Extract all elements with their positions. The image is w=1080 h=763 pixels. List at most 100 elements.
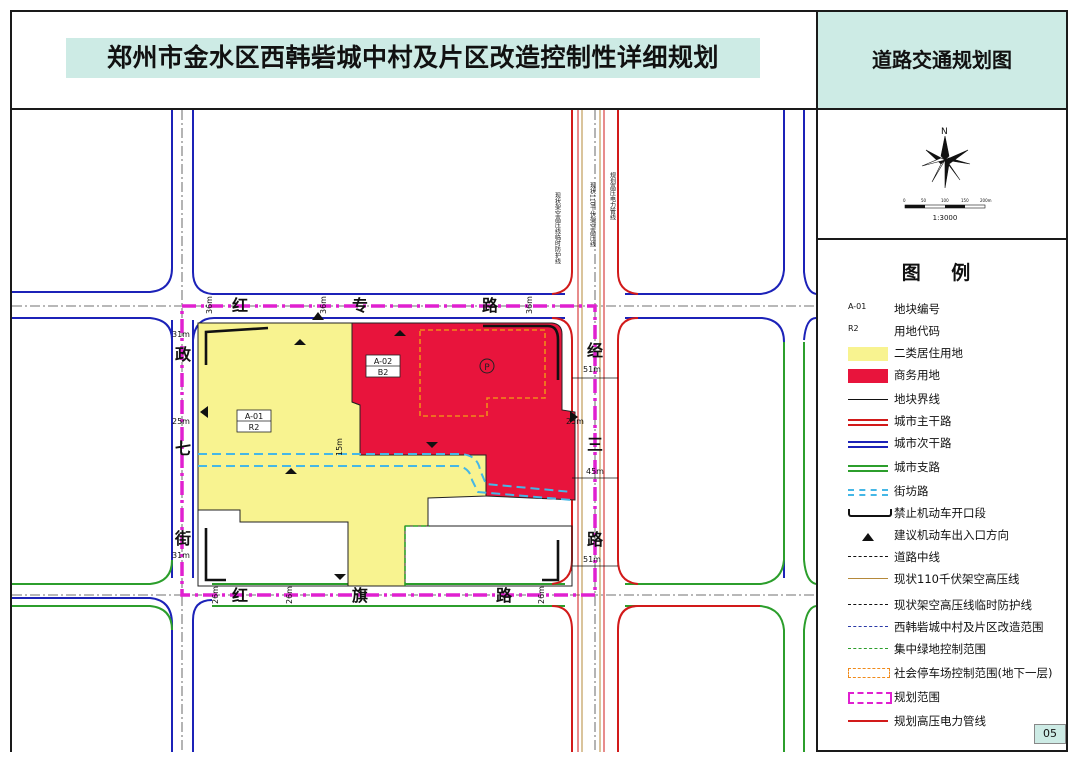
legend-item-planning-boundary: 规划范围 <box>838 688 1066 708</box>
scale-tick-50: 50 <box>921 198 927 203</box>
legend-item-planned-hv-pipeline: 规划高压电力管线 <box>838 712 1066 732</box>
compass-area: N 0 50 100 150 200m 1:3000 <box>818 110 1066 238</box>
legend-item-entrance-direction: 建议机动车出入口方向 <box>838 526 1066 546</box>
legend-item-main-road: 城市主干路 <box>838 412 1066 432</box>
parking-control-range <box>419 329 546 417</box>
legend-label: 集中绿地控制范围 <box>894 642 986 656</box>
road-east-branch <box>783 342 805 560</box>
legend-label: 社会停车场控制范围(地下一层) <box>894 666 1053 680</box>
legend-arrow-icon <box>848 529 888 543</box>
legend-item-commercial: 商务用地 <box>838 366 1066 386</box>
note-planned-hv-pipeline: 规划高压电力管线 <box>609 171 616 220</box>
street-char-jie: 街 <box>174 529 191 548</box>
width-left-mid: 25m <box>172 417 190 426</box>
street-char-zheng: 政 <box>175 345 192 364</box>
no-vehicle-opening-segments <box>204 324 560 582</box>
legend-item-secondary-road: 城市次干路 <box>838 434 1066 454</box>
legend-symbol-land-use-code: R2 <box>848 324 859 333</box>
legend-line-planned-hv-pipeline <box>848 720 888 722</box>
width-bottom-mid: 26m <box>285 586 294 604</box>
legend-line-branch-road <box>848 465 888 472</box>
road-hongzhuan-road <box>12 110 816 578</box>
legend-divider <box>816 12 818 752</box>
street-char-lu1: 路 <box>482 296 499 315</box>
land-use-code-a01: R2 <box>249 423 260 432</box>
legend-item-block-street: 街坊路 <box>838 482 1066 502</box>
width-top-mid: 36m <box>319 296 328 314</box>
street-char-zhuan: 专 <box>352 296 368 315</box>
legend-label: 城市次干路 <box>894 436 952 450</box>
scale-tick-0: 0 <box>903 198 906 203</box>
legend-line-main-road <box>848 419 888 426</box>
scale-tick-150: 150 <box>961 198 969 203</box>
street-char-lu2: 路 <box>587 530 604 549</box>
width-top-right: 36m <box>525 296 534 314</box>
road-jingsan-road <box>551 110 760 752</box>
legend-box-planning-boundary <box>848 692 892 704</box>
header-right-panel <box>818 12 1066 108</box>
legend-label: 规划范围 <box>894 690 940 704</box>
width-right-lower: 51m <box>583 555 601 564</box>
green-space-range <box>404 525 430 586</box>
land-use-code-a02: B2 <box>378 368 389 377</box>
width-top-left: 36m <box>205 296 214 314</box>
street-char-hong: 红 <box>232 296 248 315</box>
legend-item-renewal-range: 西韩砦城中村及片区改造范围 <box>838 618 1066 638</box>
legend-item-temporary-protection: 现状架空高压线临时防护线 <box>838 596 1066 616</box>
scale-ratio: 1:3000 <box>933 214 958 222</box>
width-bottom-right: 26m <box>537 586 546 604</box>
width-left-upper: 31m <box>172 330 190 339</box>
width-right-lower-mid: 45m <box>586 467 604 476</box>
legend-item-branch-road: 城市支路 <box>838 458 1066 478</box>
width-bottom-left: 26m <box>211 586 220 604</box>
legend-label: 西韩砦城中村及片区改造范围 <box>894 620 1044 634</box>
note-temporary-protection-line: 现状架空高压线临时防护线 <box>554 192 561 264</box>
width-left-lower: 31m <box>172 551 190 560</box>
legend-line-temporary-protection <box>848 604 888 605</box>
width-right-upper: 51m <box>583 365 601 374</box>
legend-label: 商务用地 <box>894 368 940 382</box>
street-char-san: 三 <box>587 435 603 454</box>
street-char-qi: 七 <box>175 439 191 458</box>
parking-symbol: P <box>484 363 490 373</box>
legend-item-block-number: A-01 地块编号 <box>838 300 1066 320</box>
compass-legend-divider <box>818 238 1066 240</box>
legend-label: 地块编号 <box>894 302 940 316</box>
street-char-hong2: 红 <box>232 586 248 605</box>
scale-tick-200: 200m <box>980 198 992 203</box>
legend-line-block-street <box>848 489 888 496</box>
north-label: N <box>941 127 948 137</box>
block-code-a02: A-02 <box>374 357 392 366</box>
block-street <box>198 453 573 501</box>
legend-label: 建议机动车出入口方向 <box>894 528 1009 542</box>
legend-label: 现状架空高压线临时防护线 <box>894 598 1032 612</box>
legend-line-road-centerline <box>848 556 888 557</box>
legend-label: 二类居住用地 <box>894 346 963 360</box>
legend-item-green-space: 集中绿地控制范围 <box>838 640 1066 660</box>
legend-item-block-boundary: 地块界线 <box>838 390 1066 410</box>
legend-label: 用地代码 <box>894 324 940 338</box>
legend-title: 图 例 <box>901 262 983 284</box>
width-inner: 15m <box>335 438 344 456</box>
legend-line-renewal-range <box>848 626 888 627</box>
block-code-a01: A-01 <box>245 412 263 421</box>
legend-item-parking-range: 社会停车场控制范围(地下一层) <box>838 664 1066 684</box>
legend-swatch-commercial <box>848 369 888 383</box>
block-label-a01 <box>236 409 272 433</box>
legend-label: 城市主干路 <box>894 414 952 428</box>
north-arrow-icon <box>921 135 971 189</box>
legend-label: 现状110千伏架空高压线 <box>894 572 1020 586</box>
block-label-a02 <box>365 354 401 378</box>
legend-label: 地块界线 <box>894 392 940 406</box>
legend-item-no-opening: 禁止机动车开口段 <box>838 504 1066 524</box>
street-char-lu3: 路 <box>496 586 513 605</box>
scale-bar <box>904 204 986 209</box>
header-divider <box>12 108 1066 110</box>
legend-label: 街坊路 <box>894 484 929 498</box>
road-hongqi-road <box>12 559 816 752</box>
legend-line-block-boundary <box>848 399 888 400</box>
parking-symbol-ring <box>479 358 495 374</box>
legend-box-parking-range <box>848 668 890 678</box>
legend-item-existing-110kv: 现状110千伏架空高压线 <box>838 570 1066 590</box>
width-right-mid: 25m <box>566 417 584 426</box>
